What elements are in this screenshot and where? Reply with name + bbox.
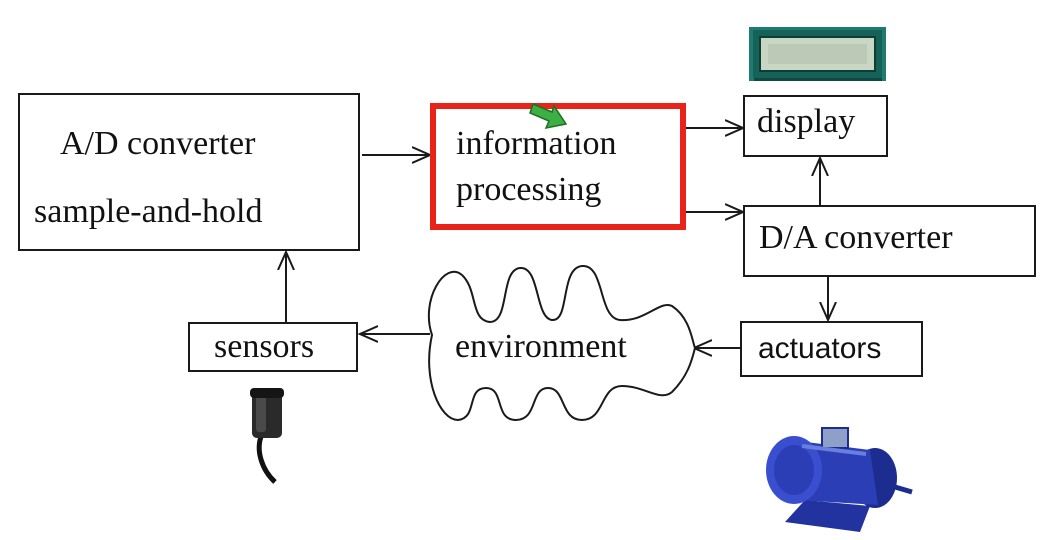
environment-label: environment (455, 328, 627, 365)
processing-label: processing (456, 171, 602, 208)
information-label: information (456, 125, 617, 162)
actuators-label: actuators (758, 332, 882, 365)
environment-shape (427, 264, 697, 422)
ad-converter-box: A/D converter sample-and-hold (18, 93, 360, 251)
sample-and-hold-label: sample-and-hold (34, 193, 263, 230)
display-label: display (757, 103, 856, 140)
ad-converter-label: A/D converter (60, 125, 256, 162)
actuators-box: actuators (740, 321, 923, 377)
sensors-label: sensors (214, 328, 315, 365)
da-converter-label: D/A converter (759, 219, 953, 256)
da-converter-box: D/A converter (743, 205, 1036, 277)
sensors-box: sensors (188, 322, 358, 372)
display-box: display (743, 95, 888, 157)
